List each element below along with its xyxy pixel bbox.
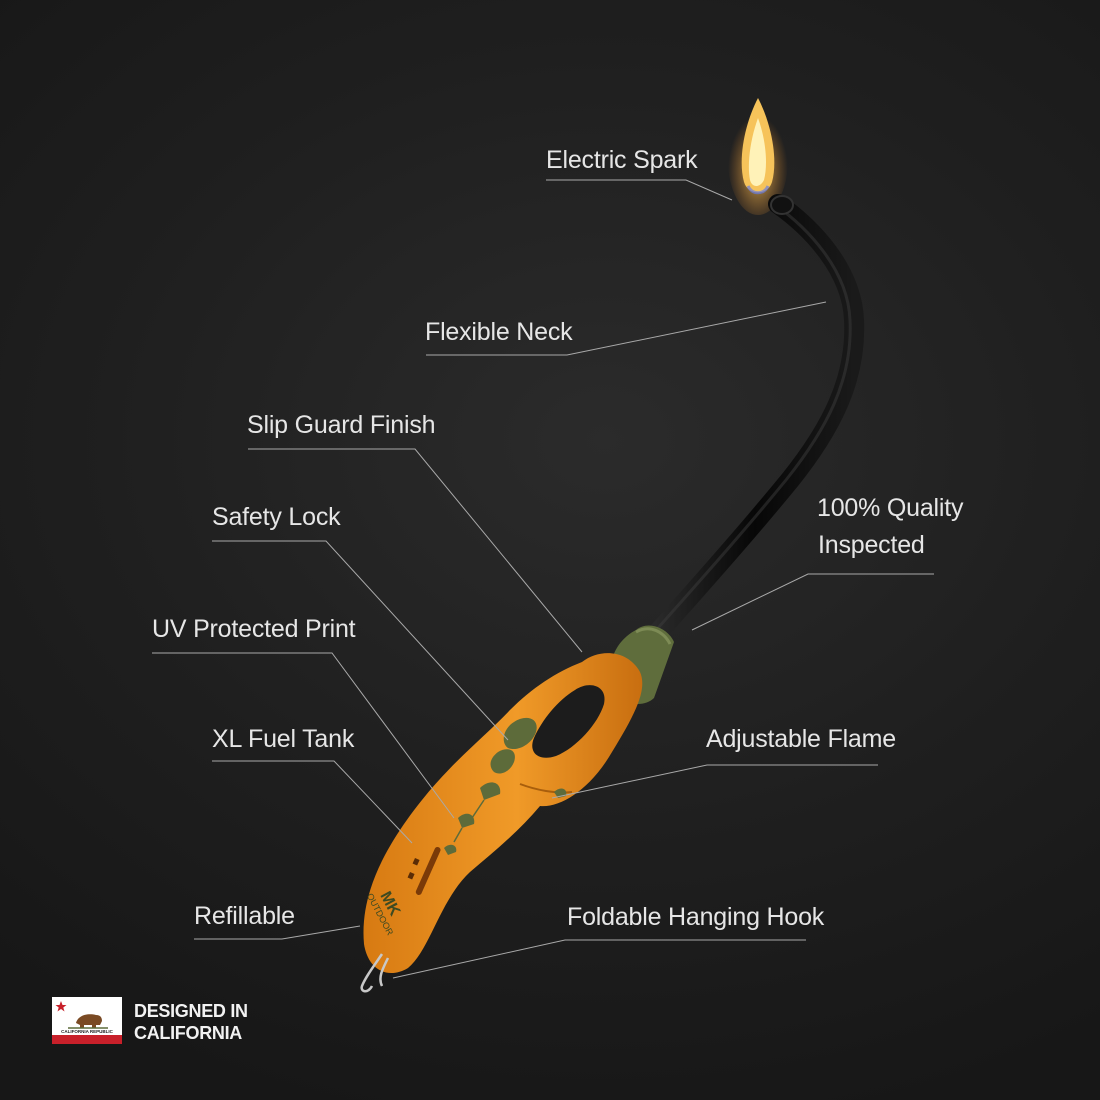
flexible-neck [645, 194, 865, 646]
flame [728, 98, 788, 215]
adjustable-flame-dial[interactable] [519, 783, 573, 794]
callout-quality-line2: Inspected [818, 531, 925, 559]
badge-line2: CALIFORNIA [134, 1023, 242, 1043]
callout-refillable: Refillable [194, 902, 295, 930]
callout-xl-fuel-tank: XL Fuel Tank [212, 725, 355, 753]
designed-in-california-badge: DESIGNED IN CALIFORNIA [134, 1000, 248, 1044]
callout-flexible-neck: Flexible Neck [425, 318, 573, 346]
svg-text:CALIFORNIA REPUBLIC: CALIFORNIA REPUBLIC [61, 1029, 114, 1034]
fuel-window [415, 846, 441, 895]
callout-quality-line1: 100% Quality [817, 494, 964, 522]
callout-electric-spark: Electric Spark [546, 146, 698, 174]
callout-foldable-hanging-hook: Foldable Hanging Hook [567, 903, 825, 931]
callout-slip-guard-finish: Slip Guard Finish [247, 411, 436, 439]
callout-safety-lock: Safety Lock [212, 503, 341, 531]
badge-line1: DESIGNED IN [134, 1001, 248, 1021]
callout-uv-protected-print: UV Protected Print [152, 615, 356, 643]
hanging-hook[interactable] [360, 953, 390, 993]
trigger-opening [532, 685, 605, 758]
california-flag-icon: CALIFORNIA REPUBLIC [52, 997, 122, 1044]
uv-print-pattern [444, 782, 567, 855]
callout-leader-lines [152, 179, 934, 979]
trigger-button[interactable] [503, 717, 537, 750]
spark-tip [770, 195, 794, 215]
callout-adjustable-flame: Adjustable Flame [706, 725, 896, 753]
